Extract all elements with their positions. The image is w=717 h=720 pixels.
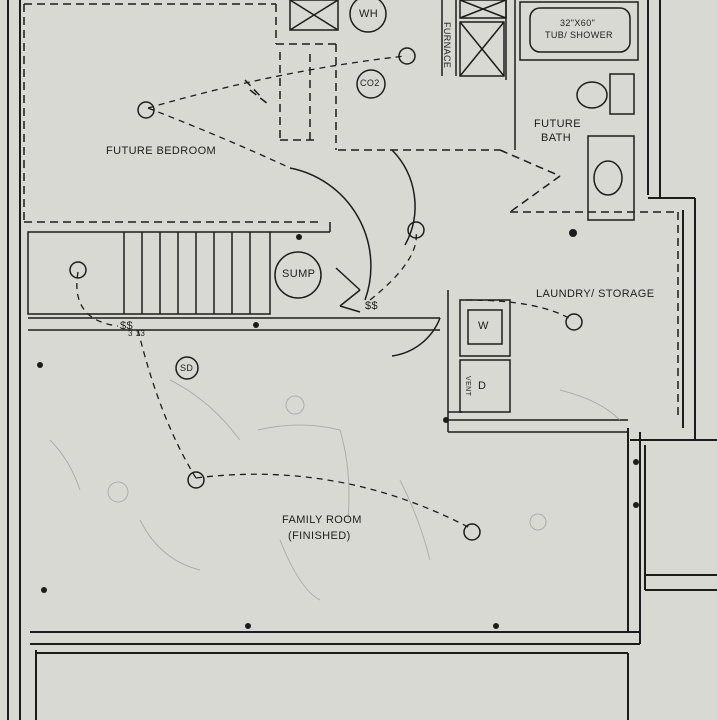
room-label-future-bedroom: FUTURE BEDROOM — [106, 145, 217, 157]
stairs — [27, 222, 440, 331]
bath-fixtures — [514, 0, 639, 221]
switch-stairs-sub: 3 13 — [128, 329, 146, 338]
water-heater-label: WH — [359, 8, 379, 20]
ceiling-light — [69, 47, 583, 541]
smoke-detector-label: SD — [180, 363, 194, 373]
dryer-vent-label: VENT — [464, 376, 471, 397]
furnace-label: FURNACE — [442, 22, 452, 69]
room-label-family-room-sub: (FINISHED) — [288, 530, 351, 542]
sump-label: SUMP — [282, 268, 316, 280]
co2-label: CO2 — [360, 78, 380, 88]
lower-outline — [35, 650, 629, 720]
bath-walls — [338, 149, 679, 420]
dryer-label: D — [478, 380, 487, 392]
laundry-walls — [447, 290, 628, 433]
washer-label: W — [478, 320, 489, 332]
room-label-family-room: FAMILY ROOM — [282, 514, 362, 526]
doors — [289, 149, 441, 357]
pencil-sketch — [49, 379, 621, 601]
outlet-icons — [37, 229, 639, 629]
tub-type-label: TUB/ SHOWER — [545, 30, 613, 40]
exterior-walls — [7, 0, 717, 720]
tub-size-label: 32"X60" — [560, 18, 596, 28]
room-label-future-bath-2: BATH — [541, 132, 572, 144]
room-label-laundry: LAUNDRY/ STORAGE — [536, 288, 655, 300]
bedroom-walls — [23, 3, 337, 223]
mechanical-room — [289, 0, 507, 99]
switch-stairs-top: $$ — [365, 300, 379, 312]
smoke-detector-icon — [175, 356, 199, 380]
room-label-future-bath-1: FUTURE — [534, 118, 582, 130]
switch-stairs-bottom: $$ — [120, 320, 134, 332]
